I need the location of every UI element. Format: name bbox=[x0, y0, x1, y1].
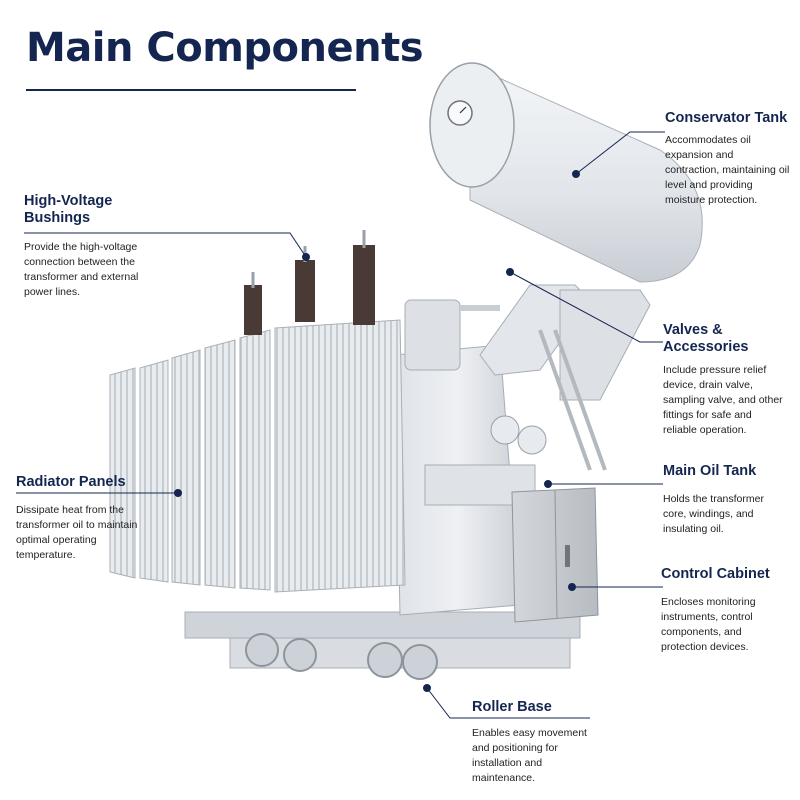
radiator-panels-shape bbox=[109, 319, 406, 593]
callout-description: Holds the transformer core, windings, an… bbox=[663, 493, 764, 536]
conservator-tank-shape bbox=[429, 62, 703, 283]
callout-heading: High-Voltage Bushings bbox=[24, 193, 113, 227]
callout-roller-base: Roller Base Enables easy movement and po… bbox=[472, 699, 597, 786]
callout-heading: Radiator Panels bbox=[16, 474, 126, 490]
callout-description: Encloses monitoring instruments, control… bbox=[661, 596, 756, 654]
callout-description: Enables easy movement and positioning fo… bbox=[472, 727, 587, 785]
callout-control-cabinet: Control Cabinet Encloses monitoring inst… bbox=[661, 566, 786, 655]
high-voltage-bushings-shape bbox=[244, 230, 375, 335]
roller-base-shape bbox=[184, 611, 581, 680]
page-title: Main Components bbox=[26, 25, 424, 71]
callout-heading: Roller Base bbox=[472, 699, 552, 715]
title-underline bbox=[26, 89, 356, 91]
callout-heading: Conservator Tank bbox=[665, 110, 788, 126]
callout-heading: Valves & Accessories bbox=[663, 322, 749, 356]
callout-conservator-tank: Conservator Tank Accommodates oil expans… bbox=[665, 110, 790, 208]
callout-main-oil-tank: Main Oil Tank Holds the transformer core… bbox=[663, 463, 783, 537]
control-cabinet-shape bbox=[511, 487, 599, 623]
callout-description: Dissipate heat from the transformer oil … bbox=[16, 504, 138, 562]
callout-description: Include pressure relief device, drain va… bbox=[663, 363, 783, 436]
leader-lines bbox=[16, 131, 665, 719]
callout-radiator-panels: Radiator Panels Dissipate heat from the … bbox=[16, 474, 151, 563]
callout-description: Provide the high-voltage connection betw… bbox=[24, 240, 139, 298]
conservator-pipe-shape bbox=[460, 284, 651, 471]
callout-heading: Main Oil Tank bbox=[663, 463, 757, 479]
callout-high-voltage-bushings: High-Voltage Bushings Provide the high-v… bbox=[24, 193, 164, 300]
callout-valves-accessories: Valves & Accessories Include pressure re… bbox=[663, 322, 788, 438]
callout-heading: Control Cabinet bbox=[661, 566, 770, 582]
callout-description: Accommodates oil expansion and contracti… bbox=[665, 134, 790, 207]
